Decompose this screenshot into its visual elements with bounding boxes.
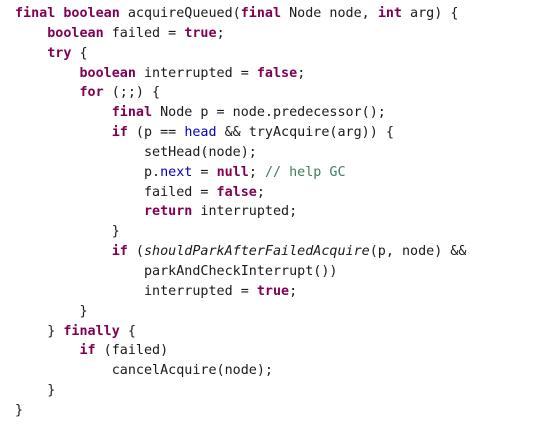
code-text-token	[15, 244, 112, 259]
code-text-token: && tryAcquire(arg)) {	[216, 125, 394, 141]
keyword-token: int	[377, 6, 402, 21]
code-text-token: }	[15, 224, 120, 240]
code-line: if (shouldParkAfterFailedAcquire(p, node…	[15, 242, 467, 262]
keyword-token: return	[144, 204, 193, 220]
keyword-token: final	[111, 105, 153, 121]
code-text-token	[15, 125, 112, 140]
keyword-token: true	[256, 283, 290, 299]
code-line: final Node p = node.predecessor();	[15, 103, 466, 123]
keyword-token: boolean	[63, 6, 120, 21]
code-text-token: (p, node) &&	[369, 244, 467, 260]
code-line: } finally {	[15, 322, 466, 342]
code-text-token	[15, 105, 112, 120]
code-line: parkAndCheckInterrupt())	[15, 262, 466, 282]
code-text-token: setHead(node);	[15, 144, 257, 160]
code-text-token: (p ==	[127, 125, 185, 141]
code-text-token	[15, 26, 47, 41]
code-line: boolean interrupted = false;	[15, 64, 466, 84]
code-line: if (p == head && tryAcquire(arg)) {	[15, 123, 466, 143]
code-text-token: interrupted =	[15, 283, 257, 299]
code-line: for (;;) {	[15, 83, 466, 103]
code-line: interrupted = true;	[15, 282, 466, 302]
keyword-token: if	[111, 125, 128, 141]
comment-token: // help GC	[264, 164, 346, 180]
code-text-token	[15, 46, 47, 61]
code-text-token	[15, 66, 80, 81]
code-text-token: ;	[289, 283, 298, 299]
code-text-token: }	[15, 303, 88, 319]
code-text-token: {	[71, 45, 88, 61]
code-text-token: acquireQueued(	[119, 6, 241, 21]
keyword-token: false	[256, 65, 298, 81]
code-text-token: Node node,	[281, 6, 378, 21]
code-text-token: p.	[15, 164, 161, 180]
code-text-token: {	[119, 323, 136, 339]
code-text-token: }	[15, 323, 64, 339]
code-text-token	[15, 343, 80, 358]
code-text-token: ;	[216, 25, 225, 41]
method-call-token: shouldParkAfterFailedAcquire	[144, 244, 370, 260]
code-text-token: }	[15, 402, 24, 418]
code-text-token: (;;) {	[103, 85, 161, 101]
keyword-token: boolean	[79, 65, 136, 81]
keyword-token: null	[216, 164, 249, 180]
code-text-token: (	[127, 244, 144, 260]
code-text-token	[15, 85, 80, 100]
keyword-token: false	[216, 184, 257, 200]
code-line: }	[15, 401, 466, 421]
code-text-token: Node p = node.predecessor();	[152, 105, 386, 121]
code-line: failed = false;	[15, 183, 466, 203]
code-line: p.next = null; // help GC	[15, 163, 466, 183]
keyword-token: if	[79, 343, 96, 359]
code-line: try {	[15, 44, 466, 64]
keyword-token: if	[111, 244, 128, 260]
code-text-token: (failed)	[95, 343, 169, 359]
keyword-token: for	[79, 85, 104, 101]
code-text-token: ;	[256, 184, 265, 200]
code-block: final boolean acquireQueued(final Node n…	[15, 4, 466, 421]
code-line: }	[15, 381, 466, 401]
code-line: return interrupted;	[15, 202, 466, 222]
code-line: setHead(node);	[15, 143, 466, 163]
keyword-token: try	[47, 45, 72, 61]
code-text-token: ;	[248, 164, 265, 180]
field-token: head	[184, 125, 217, 141]
code-text-token: }	[15, 383, 56, 399]
code-line: }	[15, 222, 466, 242]
code-text-token: interrupted =	[135, 65, 257, 81]
code-text-token: arg) {	[402, 6, 459, 21]
code-text-token: =	[192, 164, 217, 180]
keyword-token: boolean	[47, 25, 104, 41]
code-text-token: failed =	[15, 184, 217, 200]
code-text-token: failed =	[103, 25, 185, 41]
keyword-token: final	[15, 6, 56, 21]
code-line: boolean failed = true;	[15, 24, 466, 44]
keyword-token: final	[240, 6, 282, 21]
keyword-token: true	[184, 25, 217, 41]
code-line: final boolean acquireQueued(final Node n…	[15, 4, 466, 24]
code-text-token: parkAndCheckInterrupt())	[15, 263, 338, 279]
code-text-token: interrupted;	[192, 204, 298, 220]
code-line: if (failed)	[15, 341, 466, 361]
code-text-token: cancelAcquire(node);	[15, 363, 273, 379]
code-text-token: ;	[297, 65, 306, 81]
code-text-token	[15, 204, 144, 219]
keyword-token: finally	[63, 323, 120, 339]
code-line: cancelAcquire(node);	[15, 361, 466, 381]
code-line: }	[15, 302, 466, 322]
field-token: next	[160, 164, 193, 180]
